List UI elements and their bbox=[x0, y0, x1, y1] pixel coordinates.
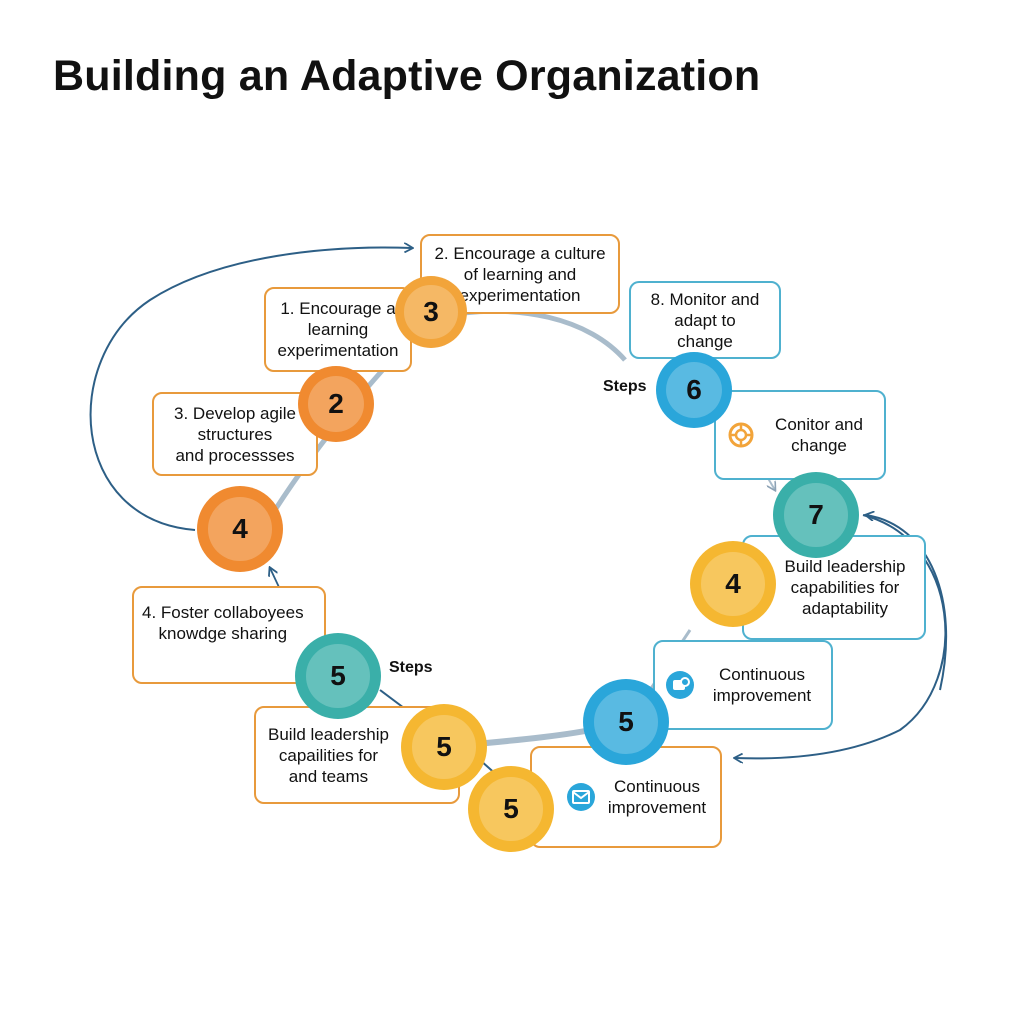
card-text: Build leadership capailities for and tea… bbox=[268, 724, 389, 786]
card-text: Continuous improvement bbox=[607, 777, 707, 817]
steps-label: Steps bbox=[603, 378, 647, 395]
step-circle-5-yellow-bottom: 5 bbox=[468, 766, 554, 852]
card-text: Continuous improvement bbox=[712, 665, 812, 705]
card-foster-collaboration: 4. Foster collaboyees knowdge sharing bbox=[132, 586, 326, 684]
card-text: 8. Monitor and adapt to change bbox=[650, 289, 760, 351]
card-text: 1. Encourage a learning experimentation bbox=[277, 299, 399, 360]
mail-icon bbox=[566, 782, 596, 812]
card-agile-structures: 3. Develop agile structures and processs… bbox=[152, 392, 318, 476]
gear-icon bbox=[726, 420, 756, 450]
card-text: Conitor and change bbox=[775, 415, 863, 455]
step-circle-7: 7 bbox=[773, 472, 859, 558]
steps-label: Steps bbox=[389, 659, 433, 676]
card-continuous-improvement-1: Continuous improvement bbox=[653, 640, 833, 730]
step-circle-2: 2 bbox=[298, 366, 374, 442]
chat-icon bbox=[665, 670, 695, 700]
card-monitor-adapt: 8. Monitor and adapt to change bbox=[629, 281, 781, 359]
step-circle-5-blue: 5 bbox=[583, 679, 669, 765]
step-circle-4-left: 4 bbox=[197, 486, 283, 572]
page-title: Building an Adaptive Organization bbox=[53, 52, 761, 100]
card-conitor-change: Conitor and change bbox=[714, 390, 886, 480]
card-text: Build leadership capabilities for adapta… bbox=[784, 557, 906, 618]
step-circle-4-right: 4 bbox=[690, 541, 776, 627]
card-build-leadership-teams: Build leadership capailities for and tea… bbox=[254, 706, 460, 804]
step-circle-5-yellow-mid: 5 bbox=[401, 704, 487, 790]
arrow-to-7 bbox=[866, 515, 948, 691]
step-circle-3: 3 bbox=[395, 276, 467, 348]
cycle-arrow-left bbox=[89, 248, 412, 531]
card-continuous-improvement-2: Continuous improvement bbox=[530, 746, 722, 848]
card-text: 4. Foster collaboyees knowdge sharing bbox=[142, 603, 304, 643]
step-circle-5-teal: 5 bbox=[295, 633, 381, 719]
card-learning-experimentation: 1. Encourage a learning experimentation bbox=[264, 287, 412, 372]
card-text: 3. Develop agile structures and processs… bbox=[174, 403, 296, 465]
card-text: 2. Encourage a culture of learning and e… bbox=[434, 243, 606, 305]
step-circle-6: 6 bbox=[656, 352, 732, 428]
